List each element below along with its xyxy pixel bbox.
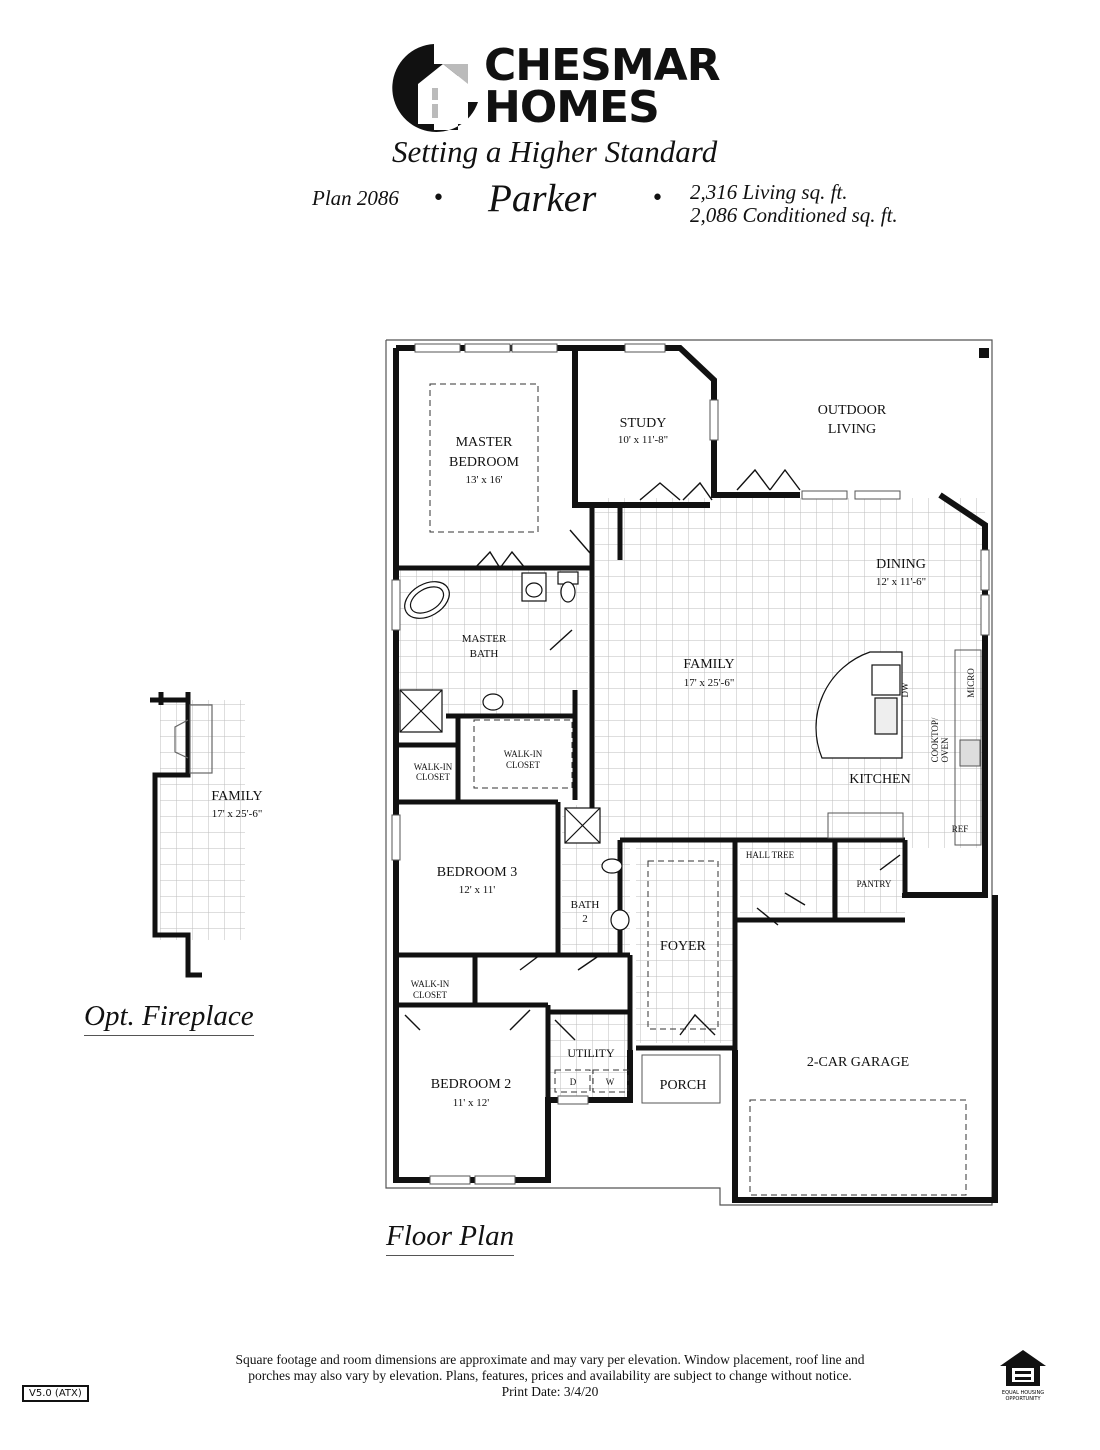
appliance-label-refrigerator: REF [952, 824, 969, 834]
room-label-walkin-closet-bed2: WALK-IN [411, 979, 450, 989]
windows [391, 343, 990, 1185]
floor-plan-caption: Floor Plan [386, 1220, 515, 1256]
house-icon [418, 64, 468, 124]
interior-walls [396, 505, 908, 1100]
room-dim-master-bedroom: 13' x 16' [466, 474, 503, 486]
master-bath-fixtures [399, 571, 579, 733]
equal-housing-icon: EQUAL HOUSING OPPORTUNITY [1000, 1350, 1046, 1402]
room-label-porch: PORCH [660, 1078, 707, 1093]
room-dim-bedroom-2: 11' x 12' [453, 1097, 490, 1109]
room-dim-bedroom-3: 12' x 11' [459, 884, 496, 896]
room-dim-family: 17' x 25'-6" [684, 677, 735, 689]
kitchen-counter [827, 649, 982, 846]
post [979, 348, 989, 358]
room-label-master-bedroom: BEDROOM [449, 455, 520, 470]
eho-text: EQUAL HOUSING [1002, 1390, 1044, 1396]
room-label-master-bath: BATH [470, 648, 499, 660]
room-dim-study: 10' x 11'-8" [618, 434, 668, 446]
appliance-label-oven: OVEN [940, 737, 950, 762]
appliance-label-cooktop: COOKTOP/ [930, 717, 940, 762]
room-label-garage: 2-CAR GARAGE [807, 1055, 909, 1070]
room-label-dining: DINING [876, 557, 926, 572]
conditioned-sqft: 2,086 Conditioned sq. ft. [690, 203, 898, 227]
room-label-hall-tree: HALL TREE [746, 850, 795, 860]
version-badge: V5.0 (ATX) [22, 1385, 89, 1402]
print-date: Print Date: 3/4/20 [501, 1384, 599, 1399]
room-label-walkin-closet-bed2: CLOSET [413, 990, 448, 1000]
separator-bullet: • [651, 186, 664, 211]
room-label-bath-2: 2 [582, 913, 588, 925]
room-label-pantry: PANTRY [857, 879, 892, 889]
room-label-kitchen: KITCHEN [849, 772, 910, 787]
room-label-walkin-closet-small: CLOSET [416, 772, 451, 782]
disclaimer-line: Square footage and room dimensions are a… [235, 1352, 865, 1367]
separator-bullet: • [432, 186, 445, 211]
room-label-outdoor-living: OUTDOOR [818, 403, 887, 418]
fireplace-room-dim: 17' x 25'-6" [212, 808, 263, 820]
room-label-utility: UTILITY [567, 1046, 615, 1060]
room-label-walkin-closet-small: WALK-IN [414, 762, 453, 772]
ceiling-dashed-lines [429, 383, 967, 1196]
disclaimer: Square footage and room dimensions are a… [160, 1352, 940, 1400]
brand-name-line1: CHESMAR [484, 40, 721, 91]
room-dim-dining: 12' x 11'-6" [876, 576, 926, 588]
plan-number: Plan 2086 [312, 186, 399, 210]
room-label-foyer: FOYER [660, 939, 707, 954]
room-label-bath-2: BATH [571, 899, 600, 911]
fireplace-room-label: FAMILY [211, 789, 262, 804]
room-label-study: STUDY [620, 416, 667, 431]
brand-name-line2: HOMES [484, 82, 660, 133]
eho-text: OPPORTUNITY [1005, 1396, 1041, 1402]
property-outline [385, 339, 993, 1206]
bath2-fixtures [564, 807, 630, 931]
appliance-label-microwave: MICRO [966, 668, 976, 698]
fireplace-icon [174, 704, 213, 774]
opt-fireplace-caption: Opt. Fireplace [84, 1000, 254, 1036]
brand-tagline: Setting a Higher Standard [392, 134, 718, 169]
room-label-outdoor-living: LIVING [828, 422, 876, 437]
room-label-master-bedroom: MASTER [456, 435, 513, 450]
room-label-master-bath: MASTER [462, 633, 507, 645]
chesmar-logo-mark [392, 44, 478, 132]
tile-floor [160, 498, 985, 1100]
living-sqft: 2,316 Living sq. ft. [690, 180, 848, 204]
door-swings [404, 468, 901, 1041]
plan-name: Parker [488, 177, 597, 220]
room-label-family: FAMILY [683, 657, 734, 672]
room-label-bedroom-3: BEDROOM 3 [437, 865, 518, 880]
washer-label: W [606, 1077, 615, 1087]
room-label-walkin-closet: CLOSET [506, 760, 541, 770]
fireplace-inset-walls [150, 692, 202, 978]
room-label-bedroom-2: BEDROOM 2 [431, 1077, 512, 1092]
kitchen-island [815, 651, 903, 759]
room-label-walkin-closet: WALK-IN [504, 749, 543, 759]
dryer-label: D [570, 1077, 577, 1087]
disclaimer-line: porches may also vary by elevation. Plan… [248, 1368, 852, 1383]
appliance-label-dishwasher: DW [900, 682, 910, 697]
